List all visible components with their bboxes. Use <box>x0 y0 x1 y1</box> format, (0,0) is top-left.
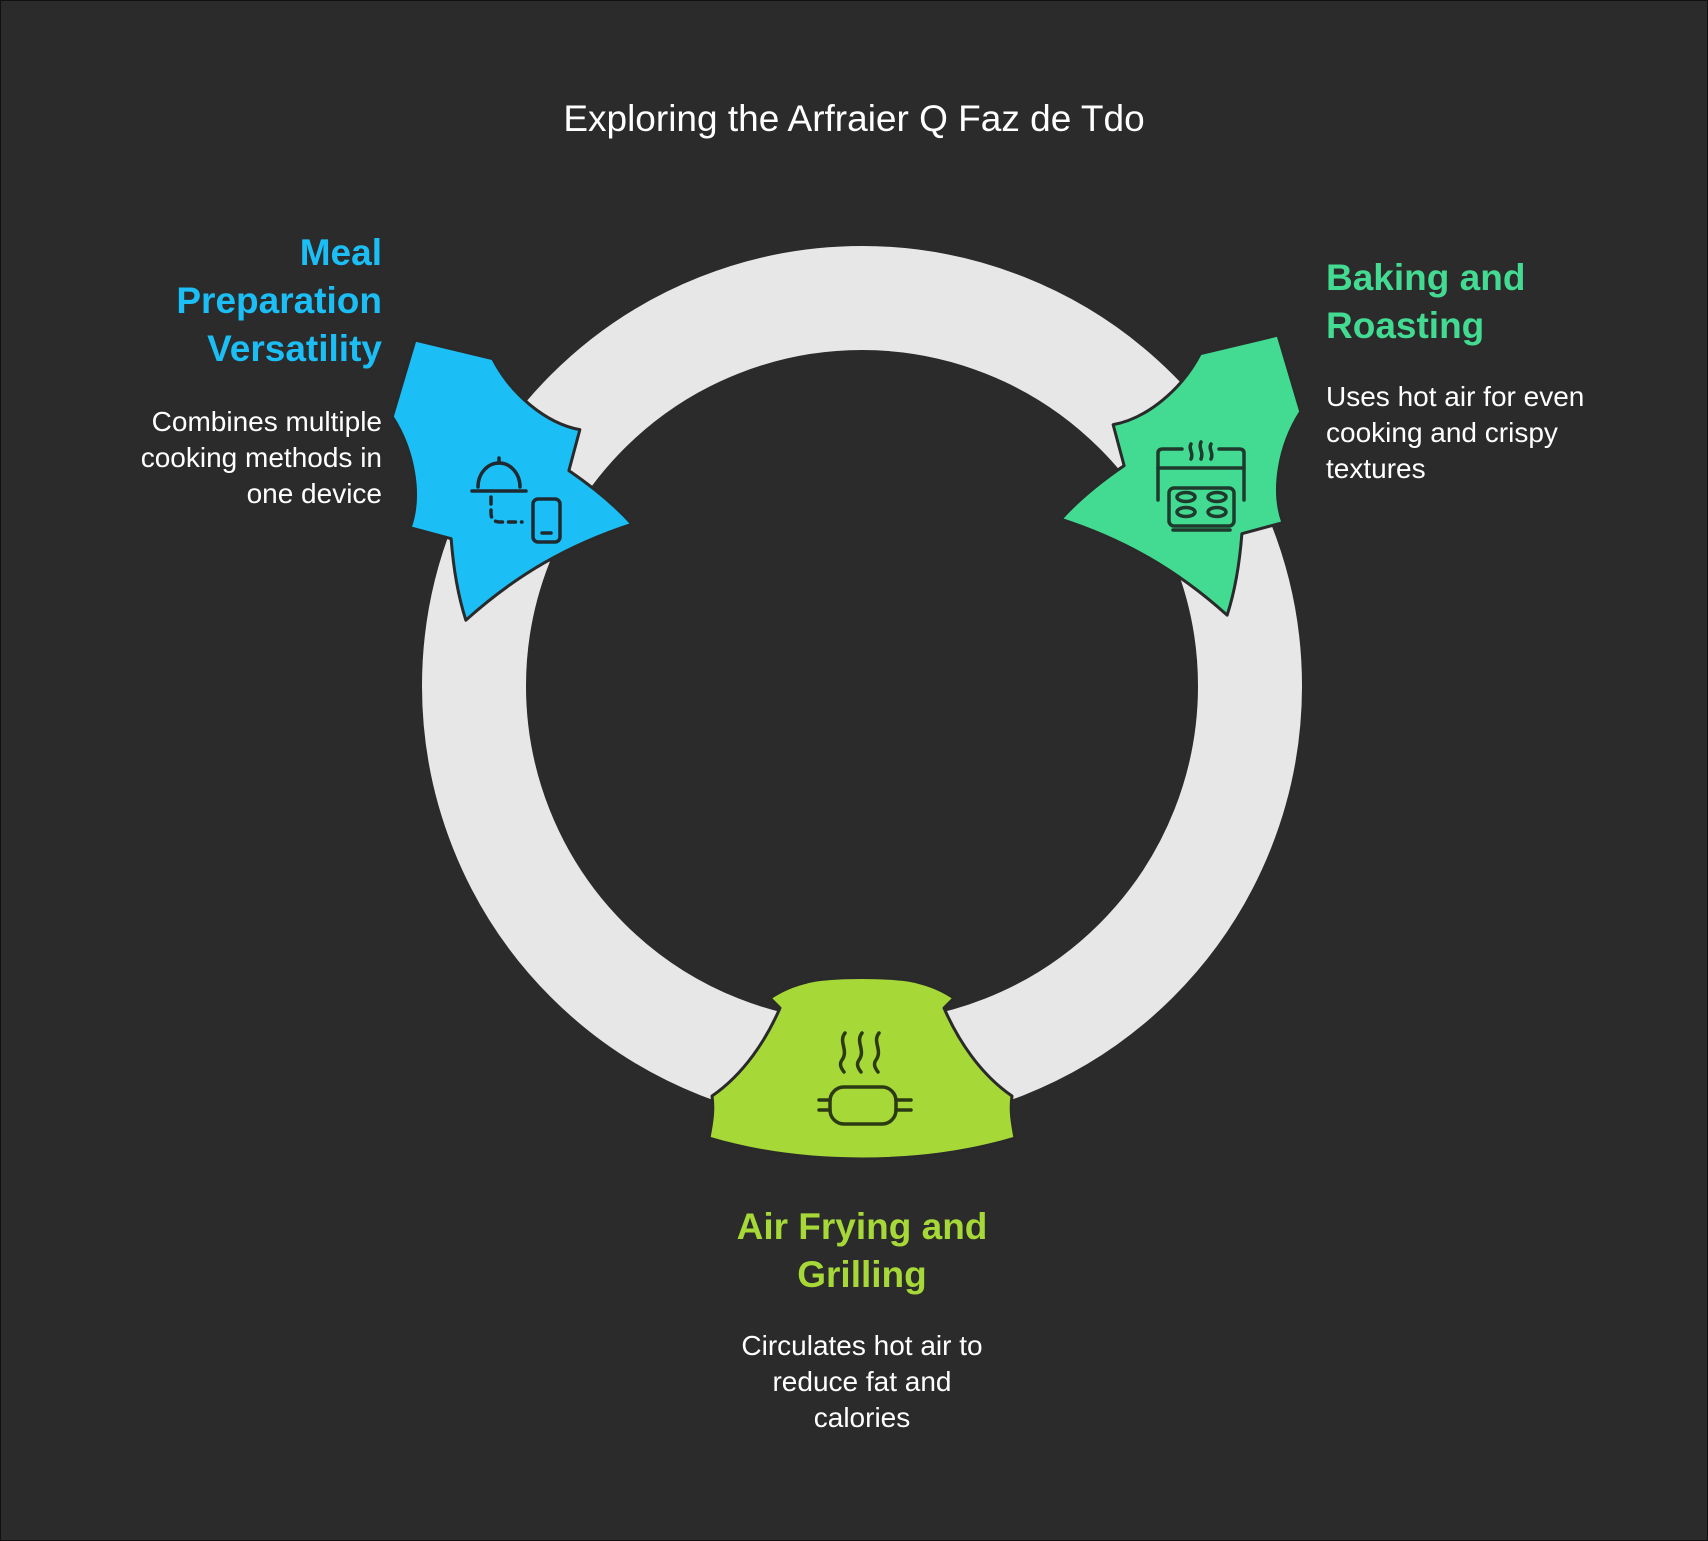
arrow-frying-shape <box>707 976 1017 1161</box>
baking-description-line: Uses hot air for even <box>1326 381 1585 412</box>
meal-heading-line: Meal <box>299 232 382 273</box>
frying-description-line: Circulates hot air to <box>741 1330 983 1361</box>
meal-description-line: Combines multiple <box>151 406 382 437</box>
cycle-ring <box>422 246 1302 1126</box>
diagram-title: Exploring the Arfraier Q Faz de Tdo <box>563 98 1145 139</box>
baking-heading-line: Baking and <box>1326 257 1526 298</box>
arrow-frying <box>707 976 1017 1161</box>
arrow-baking-shape <box>1059 333 1303 617</box>
arrow-meal-shape <box>390 338 634 622</box>
baking-description-line: cooking and crispy <box>1326 417 1558 448</box>
meal-description-line: one device <box>246 478 382 509</box>
baking-description: Uses hot air for even cooking and crispy… <box>1326 379 1686 487</box>
meal-heading: Meal Preparation Versatility <box>100 229 382 373</box>
frying-description-line: reduce fat and <box>772 1366 952 1397</box>
oven-tray-icon <box>1156 440 1246 532</box>
meal-heading-line: Versatility <box>207 328 382 369</box>
frying-heading-line: Grilling <box>797 1254 927 1295</box>
arrow-baking <box>1059 333 1303 617</box>
frying-description-line: calories <box>813 1402 911 1433</box>
meal-description-line: cooking methods in <box>140 442 382 473</box>
serving-cloche-phone-icon <box>470 456 562 544</box>
baking-heading: Baking and Roasting <box>1326 254 1666 350</box>
meal-heading-line: Preparation <box>176 280 382 321</box>
steaming-grill-icon <box>817 1031 913 1126</box>
frying-description: Circulates hot air to reduce fat and cal… <box>662 1328 1062 1436</box>
baking-heading-line: Roasting <box>1326 305 1485 346</box>
meal-description: Combines multiple cooking methods in one… <box>82 404 382 512</box>
frying-heading-line: Air Frying and <box>736 1206 988 1247</box>
arrow-meal <box>390 338 634 622</box>
baking-description-line: textures <box>1326 453 1426 484</box>
frying-heading: Air Frying and Grilling <box>662 1203 1062 1299</box>
